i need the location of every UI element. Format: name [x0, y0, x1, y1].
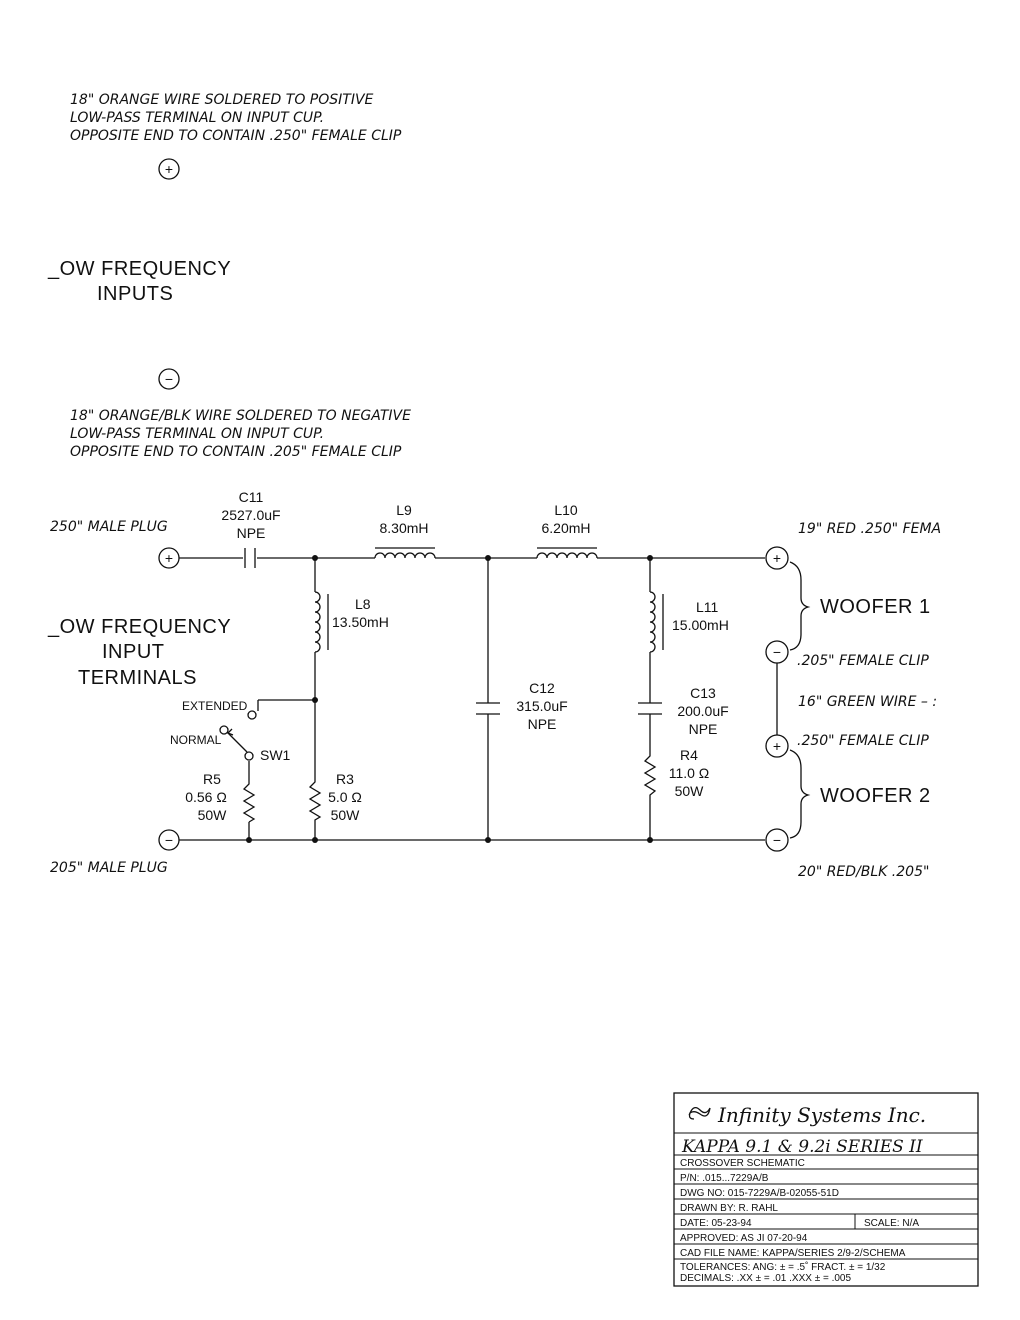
l10-value: 6.20mH [541, 520, 590, 536]
inductor-l9: L9 8.30mH [374, 502, 436, 559]
top-wire-note: 18" ORANGE WIRE SOLDERED TO POSITIVE LOW… [70, 92, 402, 144]
infinity-logo-icon [688, 1106, 711, 1120]
drawn-by: DRAWN BY: R. RAHL [680, 1203, 778, 1214]
bottom-note-line-3: OPPOSITE END TO CONTAIN .205" FEMALE CLI… [70, 444, 402, 460]
c13-value: 200.0uF [677, 703, 728, 719]
r5-watt: 50W [198, 807, 228, 823]
clip-205-label: .205" FEMALE CLIP [797, 653, 929, 669]
c11-ref: C11 [239, 489, 264, 505]
company-name: Infinity Systems Inc. [717, 1103, 926, 1127]
woofer-2-label: WOOFER 2 [820, 785, 931, 807]
inductor-l11: L11 15.00mH [649, 591, 729, 653]
r4-watt: 50W [675, 783, 705, 799]
scale: SCALE: N/A [864, 1218, 919, 1229]
bottom-note-line-2: LOW-PASS TERMINAL ON INPUT CUP. [70, 426, 324, 442]
woofer1-minus-symbol: − [773, 644, 781, 660]
dwg-number: DWG NO: 015-7229A/B-02055-51D [680, 1188, 839, 1199]
bottom-note-line-1: 18" ORANGE/BLK WIRE SOLDERED TO NEGATIVE [70, 408, 411, 424]
inputs-label-line-2: INPUTS [97, 283, 173, 305]
inductor-l8: L8 13.50mH [314, 591, 389, 653]
woofer2-minus-terminal: − [765, 828, 789, 852]
c12-value: 315.0uF [516, 698, 567, 714]
switch-sw1: EXTENDED NORMAL SW1 [170, 699, 291, 763]
r3-value: 5.0 Ω [328, 789, 362, 805]
r4-value: 11.0 Ω [669, 765, 710, 781]
r4-ref: R4 [680, 747, 698, 763]
top-note-line-3: OPPOSITE END TO CONTAIN .250" FEMALE CLI… [70, 128, 402, 144]
resistor-r5: R5 0.56 Ω 50W [185, 771, 256, 823]
input-plus-terminal: + [158, 158, 180, 180]
capacitor-c12: C12 315.0uF NPE [476, 680, 568, 732]
title-block: Infinity Systems Inc. KAPPA 9.1 & 9.2i S… [673, 1092, 979, 1287]
woofer1-plus-terminal: + [765, 546, 789, 570]
positive-plug-label: 250" MALE PLUG [50, 519, 168, 535]
sw1-ref: SW1 [260, 747, 291, 763]
woofer2-minus-symbol: − [773, 832, 781, 848]
sw1-extended-label: EXTENDED [182, 699, 248, 713]
resistor-r3: R3 5.0 Ω 50W [308, 771, 362, 824]
c11-type: NPE [237, 525, 266, 541]
l8-ref: L8 [355, 596, 371, 612]
inductor-l10: L10 6.20mH [536, 502, 598, 559]
r5-ref: R5 [203, 771, 221, 787]
plus-terminal: + [158, 547, 180, 569]
resistor-r4: R4 11.0 Ω 50W [643, 747, 710, 800]
minus-terminal-symbol: − [165, 832, 173, 848]
input-minus-terminal: − [158, 368, 180, 390]
top-note-line-1: 18" ORANGE WIRE SOLDERED TO POSITIVE [70, 92, 374, 108]
c13-ref: C13 [690, 685, 716, 701]
junction-dots [246, 555, 653, 843]
terminals-label-line-1: _OW FREQUENCY [47, 616, 231, 638]
bottom-wire-label: 20" RED/BLK .205" [798, 864, 929, 880]
minus-terminal: − [158, 829, 180, 851]
negative-plug-label: 205" MALE PLUG [50, 860, 168, 876]
woofer2-brace [789, 749, 811, 839]
l8-value: 13.50mH [332, 614, 389, 630]
cad-file-name: CAD FILE NAME: KAPPA/SERIES 2/9-2/SCHEMA [680, 1248, 906, 1259]
r3-ref: R3 [336, 771, 354, 787]
top-wire-label: 19" RED .250" FEMA [798, 521, 941, 537]
output-labels: 19" RED .250" FEMA WOOFER 1 .205" FEMALE… [797, 521, 941, 880]
terminals-label-line-2: INPUT [102, 641, 165, 663]
clip-250-label: .250" FEMALE CLIP [797, 733, 929, 749]
approved: APPROVED: AS JI 07-20-94 [680, 1233, 808, 1244]
woofer2-plus-symbol: + [773, 738, 781, 754]
drawing-title: CROSSOVER SCHEMATIC [680, 1158, 805, 1169]
woofer1-minus-terminal: − [765, 640, 789, 664]
woofer2-plus-terminal: + [765, 734, 789, 758]
l9-ref: L9 [396, 502, 412, 518]
bottom-wire-note: 18" ORANGE/BLK WIRE SOLDERED TO NEGATIVE… [70, 408, 411, 460]
c12-ref: C12 [529, 680, 555, 696]
woofer-1-label: WOOFER 1 [820, 596, 931, 618]
r5-value: 0.56 Ω [185, 789, 227, 805]
r3-watt: 50W [331, 807, 361, 823]
date: DATE: 05-23-94 [680, 1218, 752, 1229]
top-note-line-2: LOW-PASS TERMINAL ON INPUT CUP. [70, 110, 324, 126]
c13-type: NPE [689, 721, 718, 737]
sw1-normal-label: NORMAL [170, 733, 222, 747]
l9-value: 8.30mH [379, 520, 428, 536]
woofer1-brace [789, 561, 811, 651]
woofer1-plus-symbol: + [773, 550, 781, 566]
part-number: P/N: .015...7229A/B [680, 1173, 769, 1184]
model-name: KAPPA 9.1 & 9.2i SERIES II [681, 1137, 923, 1157]
tolerances-line-1: TOLERANCES: ANG: ± = .5˚ FRACT. ± = 1/32 [680, 1261, 886, 1273]
input-plus-symbol: + [165, 161, 173, 177]
tolerances-line-2: DECIMALS: .XX ± = .01 .XXX ± = .005 [680, 1273, 851, 1284]
green-wire-label: 16" GREEN WIRE – : [798, 694, 937, 710]
l10-ref: L10 [554, 502, 578, 518]
input-minus-symbol: − [165, 371, 173, 387]
l11-value: 15.00mH [672, 617, 729, 633]
inputs-label-line-1: _OW FREQUENCY [47, 258, 231, 280]
l11-ref: L11 [696, 599, 719, 615]
terminals-label: _OW FREQUENCY INPUT TERMINALS [47, 616, 231, 689]
capacitor-c13: C13 200.0uF NPE [638, 685, 729, 737]
c11-value: 2527.0uF [221, 507, 280, 523]
terminals-label-line-3: TERMINALS [78, 667, 197, 689]
capacitor-c11: C11 2527.0uF NPE [221, 489, 281, 568]
c12-type: NPE [528, 716, 557, 732]
plus-terminal-symbol: + [165, 550, 173, 566]
low-frequency-inputs-label: _OW FREQUENCY INPUTS [47, 258, 231, 305]
